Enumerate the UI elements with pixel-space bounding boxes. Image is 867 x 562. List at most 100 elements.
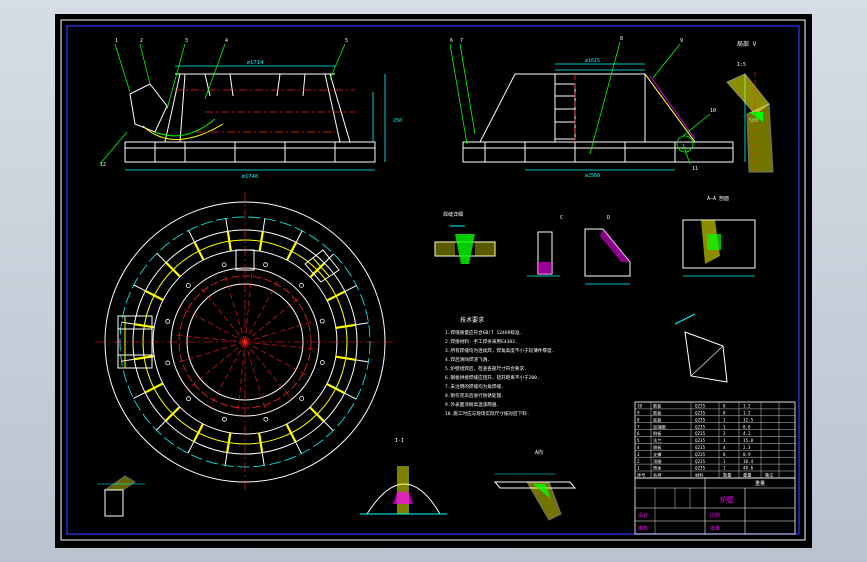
detail-bottom-mid: I-I bbox=[360, 438, 447, 515]
bom-cell: 1.2 bbox=[743, 404, 751, 409]
callout-number: 12 bbox=[100, 162, 106, 168]
bom-cell: Q235 bbox=[695, 459, 706, 464]
bom-cell: Q235 bbox=[695, 417, 706, 422]
tech-req-line: 10.施工时应与现场实际尺寸核对后下料. bbox=[445, 410, 530, 417]
bom-cell: 5 bbox=[637, 438, 640, 443]
detail-weld-label: 焊缝详细 bbox=[443, 211, 463, 218]
bom-cell: 8 bbox=[723, 404, 726, 409]
tech-req-line: 1.焊缝质量应符合GB/T 12469标准. bbox=[445, 329, 522, 336]
drawing-sheet: ⌀1714 ⌀1740 250 bbox=[55, 14, 812, 548]
plan-opening-left bbox=[117, 315, 153, 369]
bom-cell: 10 bbox=[637, 404, 643, 409]
callout-number: 10 bbox=[710, 108, 716, 114]
bom-cell: 4 bbox=[723, 445, 726, 450]
bom-cell: Q235 bbox=[695, 411, 706, 416]
title-block: 炉壁 设计 审核 比例 批准 重量 bbox=[634, 477, 796, 535]
top-right-elevation bbox=[462, 73, 734, 163]
detail-d-section: D bbox=[584, 215, 631, 285]
bom-cell: Q235 bbox=[695, 438, 706, 443]
bom-cell: Q235 bbox=[695, 452, 706, 457]
title-weight: 重量 bbox=[755, 480, 765, 487]
tech-req-title: 技术要求 bbox=[460, 316, 484, 324]
bom-cell: 8 bbox=[723, 411, 726, 416]
bom-cell: Q235 bbox=[695, 431, 706, 436]
bom-cell: 侧板 bbox=[653, 430, 662, 437]
top-right-dimensions bbox=[525, 63, 746, 171]
detail-weld-top-right: 局部 V 1:5 bbox=[726, 40, 774, 174]
bom-cell: 8 bbox=[637, 417, 640, 422]
inner-border bbox=[66, 25, 800, 535]
bom-cell: 数量 bbox=[723, 472, 731, 479]
callout-number: 8 bbox=[620, 36, 623, 42]
detail-d-label: D bbox=[607, 215, 610, 221]
dim-top-right-width: ⌀1615 bbox=[585, 58, 600, 64]
plan-opening-topright bbox=[304, 249, 340, 283]
detail-bottom-right: A向 bbox=[493, 449, 577, 521]
plan-top-box bbox=[235, 249, 255, 271]
bom-cell: 12.5 bbox=[743, 417, 754, 422]
bom-cell: 备注 bbox=[765, 472, 774, 479]
callout-number: 1 bbox=[115, 38, 118, 44]
title-design: 设计 bbox=[638, 512, 648, 519]
title-part-name: 炉壁 bbox=[720, 495, 734, 504]
outer-border bbox=[60, 19, 806, 541]
bom-cell: 名称 bbox=[653, 472, 661, 479]
tech-req-line: 4.焊后清除焊渣飞溅. bbox=[445, 356, 490, 363]
top-right-leaders bbox=[449, 41, 711, 165]
bom-cell: 1.2 bbox=[743, 411, 751, 416]
tech-req-line: 3.所有焊缝均为连续焊，焊角高度不小于较薄件厚度. bbox=[445, 347, 554, 354]
detail-scale: 1:5 bbox=[737, 62, 746, 68]
bom-cell: Q235 bbox=[695, 445, 706, 450]
top-left-dimensions bbox=[125, 65, 386, 171]
detail-e-wedge bbox=[674, 313, 728, 383]
title-check: 审核 bbox=[638, 525, 648, 532]
tech-requirements: 1.焊缝质量应符合GB/T 12469标准.2.焊接材料：手工焊条采用E4303… bbox=[445, 329, 554, 417]
bom-cell: 1 bbox=[723, 459, 726, 464]
bom-cell: 15.8 bbox=[743, 438, 754, 443]
title-scale: 比例 bbox=[710, 512, 720, 519]
bom-cell: 2 bbox=[637, 459, 640, 464]
bom-cell: 1 bbox=[723, 438, 726, 443]
base-ring bbox=[124, 141, 376, 163]
dim-right-height: 500 bbox=[749, 118, 758, 124]
detail-aa-label: A—A 剖面 bbox=[707, 195, 729, 202]
tech-req-line: 7.未注明的焊缝均为角焊缝. bbox=[445, 383, 504, 390]
bom-cell: 3 bbox=[637, 452, 640, 457]
plan-ribs bbox=[121, 218, 369, 466]
bom-cell: 加强圈 bbox=[653, 423, 666, 430]
bom-cell: 筋板 bbox=[653, 403, 662, 410]
detail-bottom-left bbox=[97, 475, 145, 517]
cad-drawing: ⌀1714 ⌀1740 250 bbox=[60, 19, 806, 541]
top-left-elevation bbox=[124, 73, 376, 163]
top-left-centerlines bbox=[175, 89, 355, 133]
bom-cell: 2 bbox=[723, 431, 726, 436]
callout-number: 9 bbox=[680, 38, 683, 44]
bom-cell: 重量 bbox=[743, 472, 751, 479]
bom-cell: 9 bbox=[637, 411, 640, 416]
bom-cell: 1 bbox=[723, 466, 726, 471]
bom-cell: 法兰 bbox=[653, 437, 661, 444]
bom-cell: 48.6 bbox=[743, 466, 754, 471]
callout-number: 3 bbox=[185, 38, 188, 44]
bom-cell: 1 bbox=[723, 424, 726, 429]
bom-cell: 8.6 bbox=[743, 424, 751, 429]
bom-cell: 0.9 bbox=[743, 452, 751, 457]
bottom-mid-label: I-I bbox=[395, 438, 404, 444]
bottom-right-label: A向 bbox=[535, 449, 543, 456]
callout-number: 5 bbox=[345, 38, 348, 44]
detail-c-label: C bbox=[560, 215, 563, 221]
top-left-leaders bbox=[99, 43, 346, 165]
bom-cell: 1 bbox=[637, 466, 640, 471]
dim-top-left-bottom: ⌀1740 bbox=[242, 174, 259, 180]
dim-top-left-width: ⌀1714 bbox=[247, 60, 264, 66]
tech-req-line: 5.炉壁组焊后，检查各部尺寸符合要求. bbox=[445, 365, 527, 372]
bom-cell: 支撑 bbox=[653, 451, 662, 458]
bom-cell: 4.2 bbox=[743, 431, 751, 436]
plan-radial-lines bbox=[171, 268, 319, 416]
bom-cell: Q235 bbox=[695, 404, 706, 409]
tech-req-line: 9.外表面涂耐高温漆两遍. bbox=[445, 401, 499, 408]
plan-bolt-holes bbox=[165, 262, 325, 422]
